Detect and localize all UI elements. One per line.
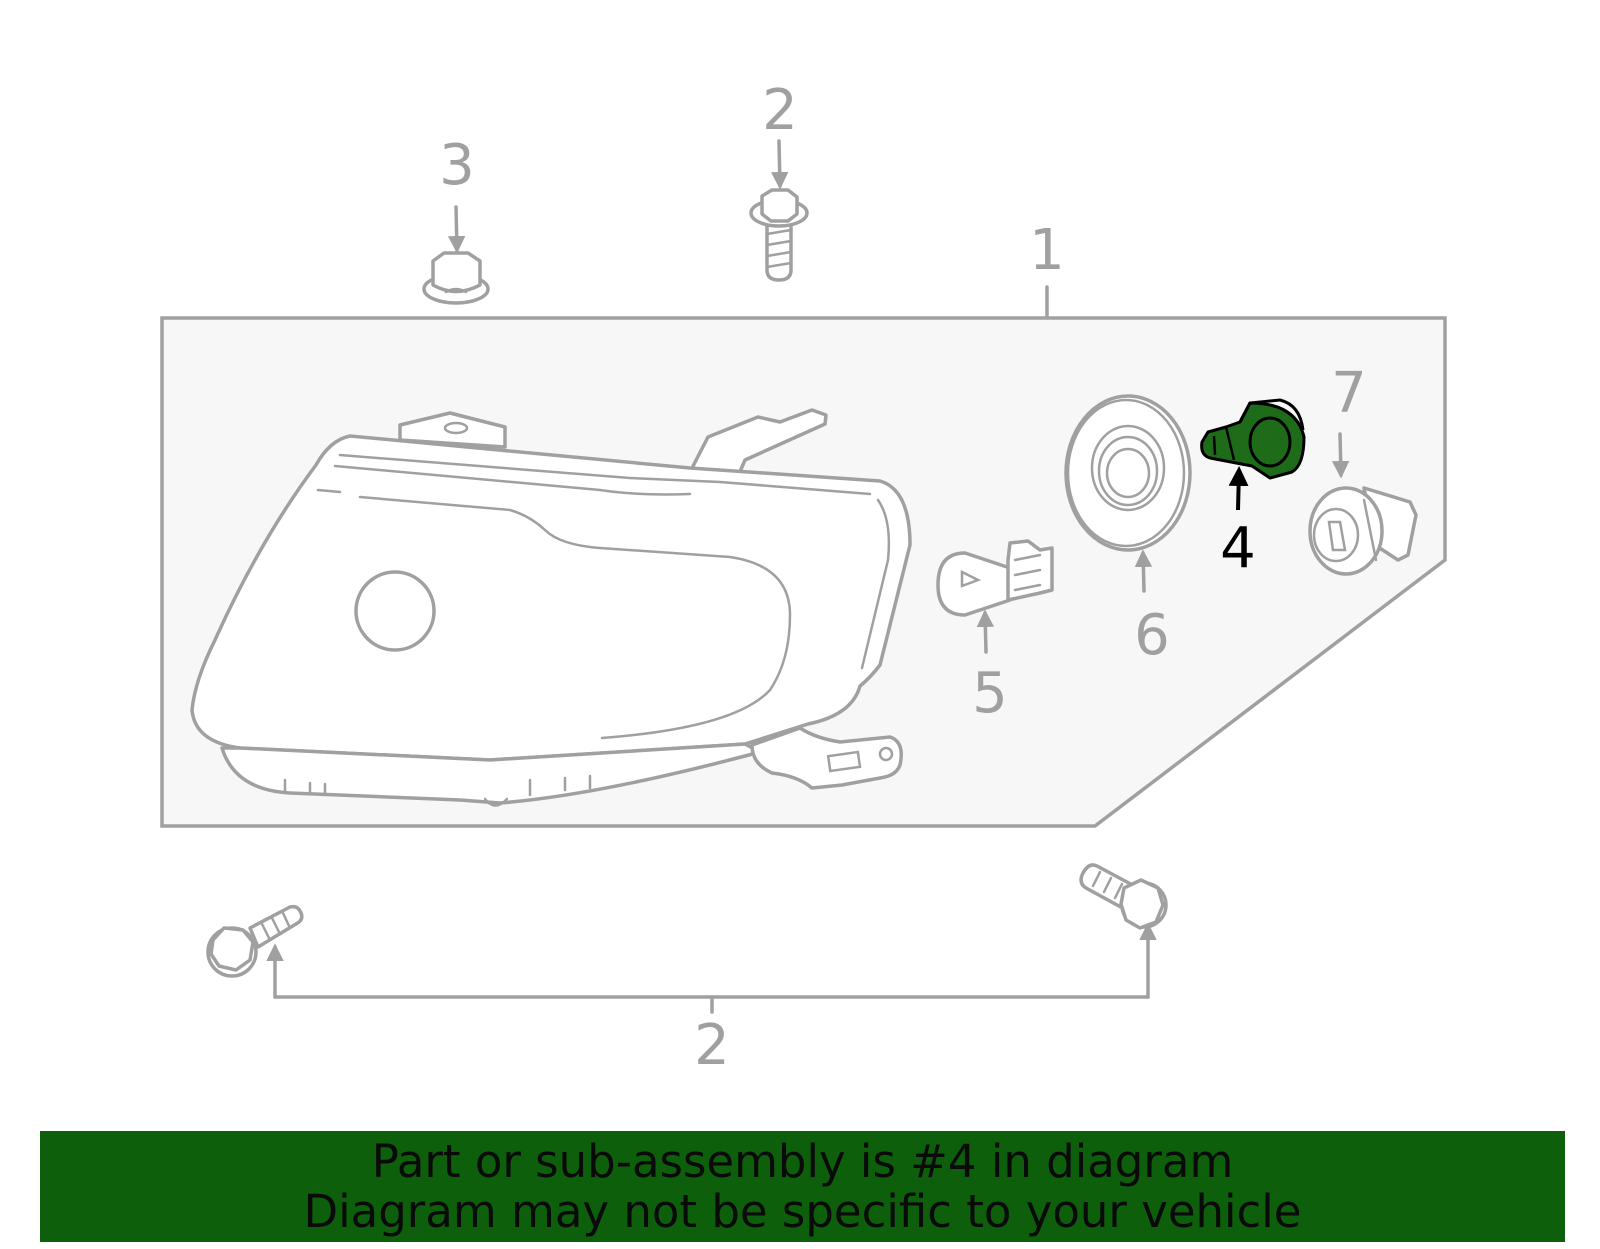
callout-2-top-arrow [770, 139, 789, 190]
socket-part-7 [1308, 486, 1418, 576]
bulb-socket-part-4 [1200, 398, 1306, 480]
info-banner: Part or sub-assembly is #4 in diagram Di… [40, 1131, 1565, 1242]
banner-line-2: Diagram may not be specific to your vehi… [303, 1184, 1302, 1238]
dust-cover-part-6 [1064, 394, 1192, 552]
callout-6: 6 [1134, 603, 1170, 668]
callout-2-top: 2 [762, 78, 798, 143]
callout-4-arrow [1228, 466, 1249, 511]
callout-5: 5 [972, 661, 1008, 726]
callout-2-bottom: 2 [694, 1013, 730, 1078]
banner-line-1: Part or sub-assembly is #4 in diagram [371, 1134, 1234, 1188]
callout-1: 1 [1029, 218, 1065, 283]
bolt-bottom-left [206, 904, 304, 978]
bulb-part-5 [936, 539, 1054, 617]
callout-3-arrow [447, 205, 466, 254]
headlamp-housing [190, 408, 912, 807]
callout-7-arrow [1331, 432, 1350, 479]
bolt-bottom-right [1079, 863, 1168, 930]
callout-7: 7 [1331, 361, 1367, 426]
bolt-top [749, 188, 809, 282]
callout-5-arrow [976, 609, 995, 654]
callout-3: 3 [439, 133, 475, 198]
callout-6-arrow [1134, 549, 1153, 593]
nut-part-3 [422, 251, 490, 305]
callout-4: 4 [1220, 516, 1256, 581]
